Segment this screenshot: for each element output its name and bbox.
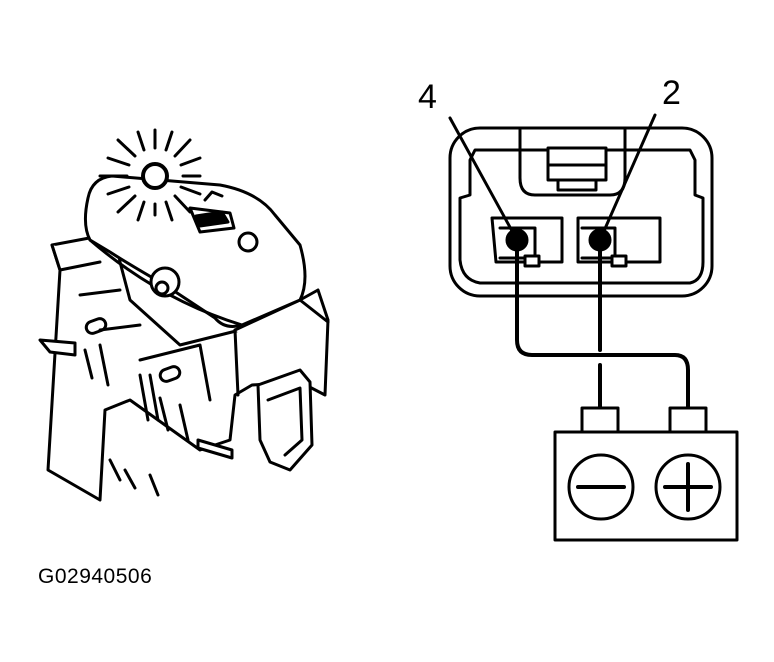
window-switch-assembly	[38, 128, 330, 502]
pin-label-2: 2	[662, 74, 681, 112]
test-leads	[515, 238, 690, 410]
pin-2-leader	[598, 113, 657, 242]
switch-terminals	[83, 343, 190, 497]
pin-label-4: 4	[418, 78, 437, 116]
minus-sign-icon	[567, 453, 635, 521]
knob-mark	[237, 231, 259, 253]
figure-code: G02940506	[38, 565, 153, 588]
switch-connector	[448, 113, 714, 298]
battery-terminal-positive	[668, 406, 708, 434]
mount-slot-right	[158, 365, 182, 383]
connector-inner-shell	[458, 148, 705, 285]
switch-body-front	[46, 243, 302, 502]
lead-pin4-to-positive	[515, 238, 690, 410]
indicator-light-icon	[98, 128, 202, 222]
switch-body-ribs	[58, 260, 240, 402]
plus-sign-icon	[654, 453, 722, 521]
mount-slot-left	[84, 317, 108, 335]
battery	[553, 406, 739, 542]
terminal-4	[523, 254, 541, 268]
pin-4-leader	[448, 116, 519, 242]
battery-terminal-negative	[580, 406, 620, 434]
terminal-2	[610, 254, 628, 268]
switch-side-tab	[38, 338, 77, 357]
window-lock-icon	[188, 190, 236, 234]
